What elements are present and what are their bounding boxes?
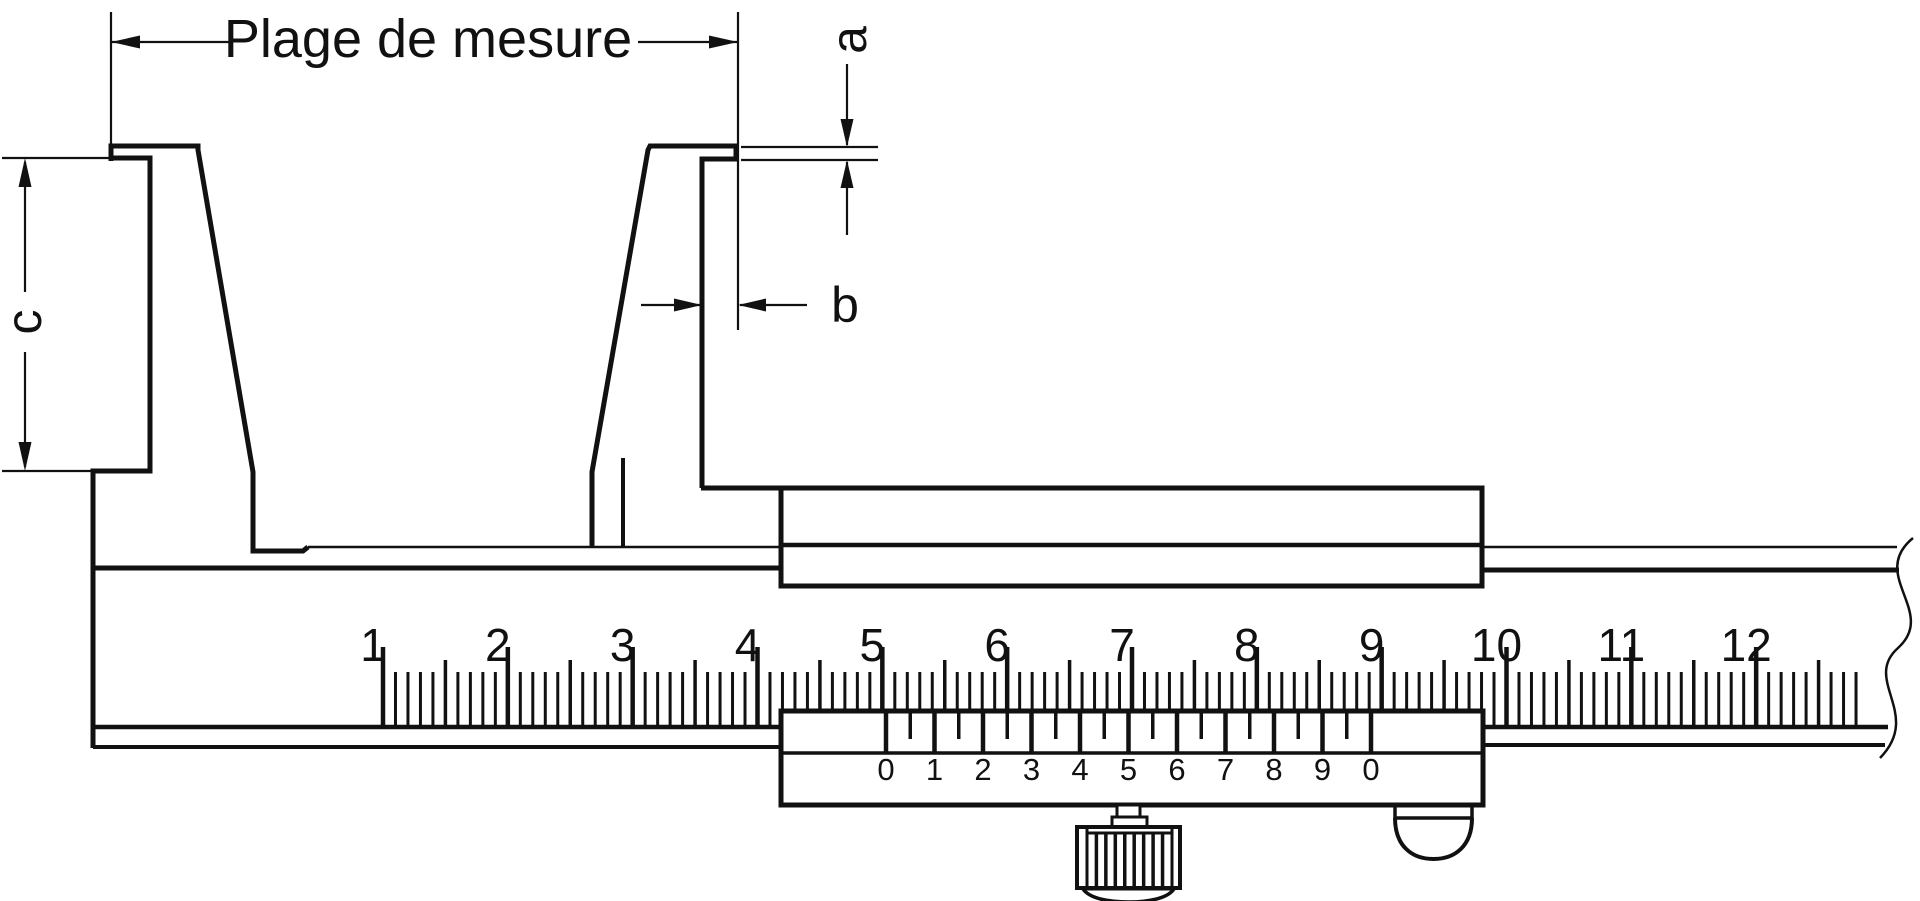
fixed-jaw-measuring-face (90, 155, 153, 748)
arrowhead-up-icon (840, 160, 854, 188)
extension-lines-range (109, 12, 740, 330)
main-scale-number: 5 (860, 619, 886, 671)
vernier-scale-number: 8 (1265, 752, 1282, 787)
arrowhead-right-icon (674, 298, 702, 312)
vernier-scale-number: 9 (1314, 752, 1331, 787)
screw-knurling (1094, 833, 1165, 888)
main-scale-number: 12 (1721, 619, 1772, 671)
vernier-scale-number: 1 (926, 752, 943, 787)
main-scale-number: 10 (1471, 619, 1522, 671)
vernier-scale-number: 7 (1217, 752, 1234, 787)
main-scale-number: 2 (485, 619, 511, 671)
vernier-scale-ticks (883, 711, 1374, 752)
vernier-scale-number: 0 (1362, 752, 1379, 787)
vernier-scale-number: 5 (1120, 752, 1137, 787)
thumb-rest-step (1393, 805, 1474, 820)
main-scale-number: 6 (984, 619, 1010, 671)
thumb-rest (1393, 805, 1474, 862)
extension-lines-a (741, 145, 878, 162)
screw-knob-bottom-arc (1081, 887, 1176, 901)
screw-neck (1115, 803, 1142, 819)
dimension-a-label: a (821, 26, 877, 54)
beam (93, 537, 1914, 759)
movable-jaw-measuring-face (699, 156, 738, 488)
dimension-b: b (641, 277, 859, 333)
screw-knob-cap-lines (1085, 827, 1174, 888)
beam-break-line (1879, 537, 1914, 759)
fixed-jaw (90, 143, 310, 748)
arrowhead-down-icon (840, 119, 854, 147)
vernier-scale-number: 3 (1023, 752, 1040, 787)
main-scale-number: 4 (735, 619, 761, 671)
arrowhead-left-icon (738, 298, 766, 312)
screw-knob-body (1075, 825, 1182, 890)
main-scale-number: 3 (610, 619, 636, 671)
main-scale-number: 9 (1359, 619, 1385, 671)
vernier-scale-number: 2 (974, 752, 991, 787)
thumb-rest-dome (1393, 817, 1474, 862)
arrowhead-up-icon (18, 158, 32, 187)
vernier-scale-number: 4 (1071, 752, 1088, 787)
arrowhead-down-icon (18, 442, 32, 471)
main-scale-number: 7 (1109, 619, 1135, 671)
slider-upper-block (701, 485, 1485, 589)
dimension-b-label: b (831, 277, 859, 333)
main-scale-number: 11 (1597, 619, 1645, 671)
movable-jaw (589, 143, 739, 547)
extension-lines-c (2, 156, 109, 473)
measuring-range-label: Plage de mesure (224, 9, 632, 69)
arrowhead-right-icon (709, 35, 738, 49)
vernier-scale-number: 6 (1168, 752, 1185, 787)
vernier-scale-number: 0 (877, 752, 894, 787)
movable-jaw-outline (589, 143, 739, 547)
main-scale-number: 1 (360, 619, 386, 671)
thumb-screw (1075, 803, 1182, 901)
dimension-c-label: c (0, 310, 52, 335)
fixed-jaw-outline (108, 143, 310, 554)
dimension-a: a (741, 26, 878, 235)
main-scale-ticks (380, 647, 1858, 727)
dimension-c: c (0, 156, 109, 473)
arrowhead-left-icon (111, 35, 140, 49)
main-scale-number: 8 (1234, 619, 1260, 671)
dimension-measuring-range: Plage de mesure (109, 9, 740, 330)
